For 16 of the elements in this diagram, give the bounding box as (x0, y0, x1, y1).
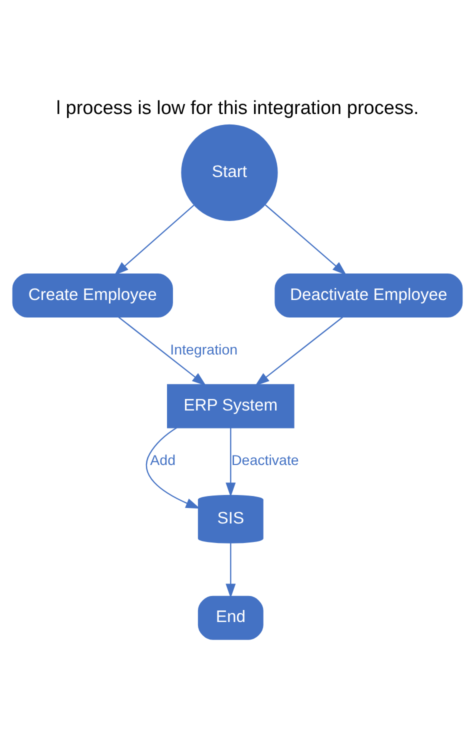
node-box: ERP System (167, 384, 294, 428)
node-circle: Start (181, 124, 278, 221)
node-box: Deactivate Employee (274, 274, 463, 318)
arrow (226, 428, 236, 497)
arrow (264, 204, 347, 276)
arrow (114, 204, 194, 276)
arrow (255, 316, 344, 386)
edge-label: Add (150, 453, 176, 470)
node-box: End (198, 596, 264, 640)
diagram-title: l process is low for this integration process. (56, 98, 419, 119)
arrow (118, 316, 206, 386)
arrow (146, 427, 200, 509)
edge-label: Integration (170, 342, 238, 359)
edge-label: Deactivate (231, 453, 299, 470)
arrow (226, 543, 236, 598)
node-box: Create Employee (12, 274, 173, 318)
